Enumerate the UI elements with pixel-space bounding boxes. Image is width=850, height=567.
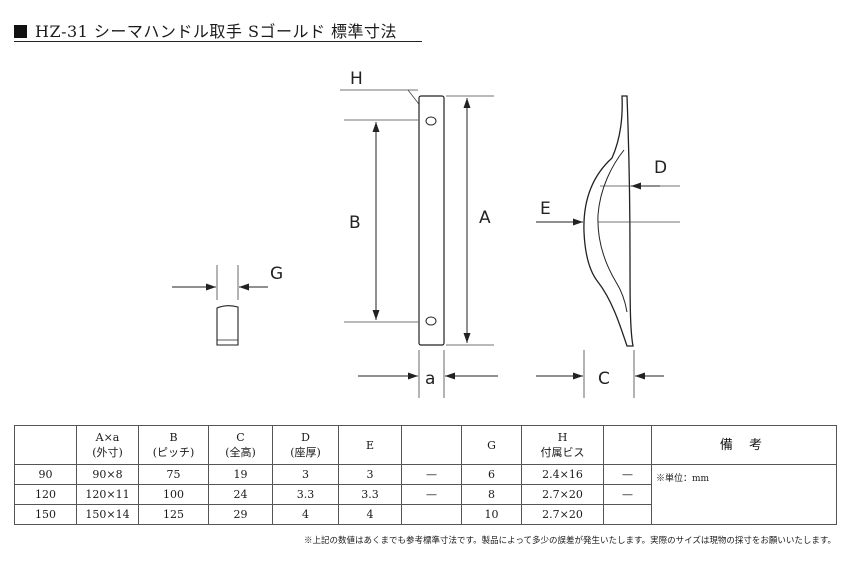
footnote: ※上記の数値はあくまでも参考標準寸法です。製品によって多少の誤差が発生いたします… xyxy=(303,536,836,546)
table-cell: 29 xyxy=(208,504,273,525)
table-cell: 4 xyxy=(338,504,402,525)
table-cell: — xyxy=(401,484,462,505)
table-cell: 2.7×20 xyxy=(521,484,604,505)
table-cell: 4 xyxy=(272,504,339,525)
table-cell: 6 xyxy=(461,464,522,485)
table-cell: 120 xyxy=(14,484,77,505)
table-cell: 8 xyxy=(461,484,522,505)
handle-side-inner-curve xyxy=(597,149,628,313)
side-view: D E C xyxy=(536,95,680,398)
table-cell: 150 xyxy=(14,504,77,525)
table-header-cell: E xyxy=(338,425,402,465)
table-row: 150 150×14 125 29 4 4 10 2.7×20 xyxy=(14,504,837,525)
table-header-cell: C(全高) xyxy=(208,425,273,465)
table-cell: 100 xyxy=(138,484,209,505)
table-cell: 3.3 xyxy=(338,484,402,505)
table-header-cell xyxy=(401,425,462,465)
screw-hole-bottom xyxy=(425,316,437,326)
table-cell: 19 xyxy=(208,464,273,485)
table-cell: 10 xyxy=(461,504,522,525)
label-a: A xyxy=(479,208,491,228)
table-cell: — xyxy=(603,484,652,505)
table-cell: 90 xyxy=(14,464,77,485)
table-cell: 90×8 xyxy=(76,464,139,485)
table-cell: 125 xyxy=(138,504,209,525)
table-cell: 2.7×20 xyxy=(521,504,604,525)
label-e: E xyxy=(540,199,551,219)
remarks-note: ※単位：mm xyxy=(651,464,837,525)
table-cell: 75 xyxy=(138,464,209,485)
table-header-cell: D(座厚) xyxy=(272,425,339,465)
page-title: HZ-31 シーマハンドル取手 Sゴールド 標準寸法 xyxy=(14,18,397,42)
table-cell: 3 xyxy=(338,464,402,485)
table-cell: 150×14 xyxy=(76,504,139,525)
front-view: H B A a xyxy=(340,69,498,398)
title-bullet-icon xyxy=(14,25,27,38)
title-text: HZ-31 シーマハンドル取手 Sゴールド 標準寸法 xyxy=(35,22,398,41)
table-cell xyxy=(603,504,652,525)
table-header-cell: A×a(外寸) xyxy=(76,425,139,465)
table-header-cell xyxy=(14,425,77,465)
label-h: H xyxy=(350,69,363,89)
table-row: 90 90×8 75 19 3 3 — 6 2.4×16 — ※単位：mm xyxy=(14,464,837,525)
table-cell: 2.4×16 xyxy=(521,464,604,485)
table-header-cell xyxy=(603,425,652,465)
label-c: C xyxy=(598,369,610,389)
table-row: 120 120×11 100 24 3.3 3.3 — 8 2.7×20 — xyxy=(14,484,837,505)
table-cell: 3 xyxy=(272,464,339,485)
remarks-header: 備 考 xyxy=(651,425,837,465)
cross-section-shape xyxy=(216,305,239,346)
title-underline xyxy=(14,41,422,42)
cross-section-view: G xyxy=(172,264,283,346)
table-cell: 120×11 xyxy=(76,484,139,505)
label-d: D xyxy=(654,158,667,178)
table-cell: — xyxy=(603,464,652,485)
table-cell: 24 xyxy=(208,484,273,505)
table-cell: 3.3 xyxy=(272,484,339,505)
label-g: G xyxy=(270,264,283,284)
table-cell: — xyxy=(401,464,462,485)
label-b: B xyxy=(349,213,361,233)
table-cell xyxy=(401,504,462,525)
label-a-small: a xyxy=(425,369,435,389)
dimension-drawing: G H B A a D E C xyxy=(172,69,680,398)
handle-front-body xyxy=(418,95,445,346)
table-header-cell: G xyxy=(461,425,522,465)
handle-side-profile xyxy=(583,95,634,347)
table-header-cell: B(ピッチ) xyxy=(138,425,209,465)
screw-hole-top xyxy=(425,116,437,126)
